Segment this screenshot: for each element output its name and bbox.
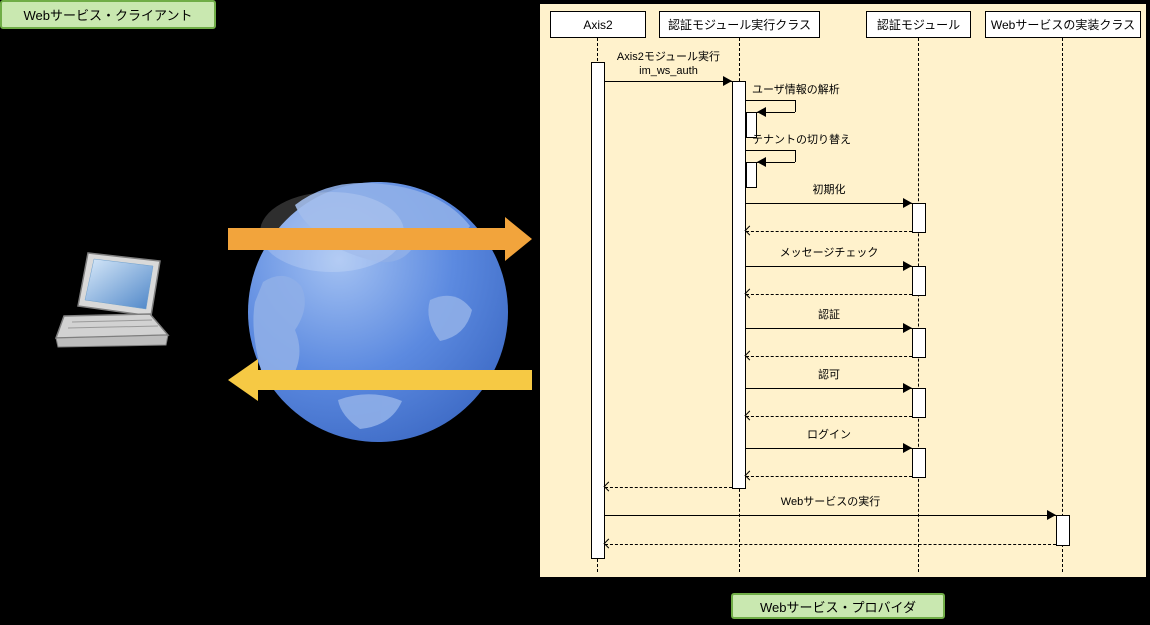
activation-auth-module-1 (912, 203, 926, 233)
self-call-down-line (795, 100, 796, 112)
message-label-ws-execute: Webサービスの実行 (780, 496, 881, 508)
activation-self-call-2 (746, 162, 757, 188)
arrowhead-icon (757, 107, 766, 117)
message-label-login: ログイン (807, 429, 851, 441)
arrowhead-icon (903, 323, 912, 333)
message-label-init: 初期化 (812, 184, 846, 196)
activation-auth-module-3 (912, 328, 926, 358)
arrowhead-icon (1047, 510, 1056, 520)
provider-label: Webサービス・プロバイダ (760, 599, 916, 615)
activation-auth-module-2 (912, 266, 926, 296)
arrowhead-icon (723, 76, 732, 86)
lifeline-header-auth-exec-class: 認証モジュール実行クラス (659, 11, 820, 38)
lifeline-header-auth-exec-class-label: 認証モジュール実行クラス (668, 18, 811, 32)
client-network-graphic (54, 182, 532, 442)
return-line (605, 544, 1056, 545)
return-line (746, 476, 912, 477)
lifeline-auth-module (918, 38, 919, 572)
message-label-authorization: 認可 (818, 369, 840, 381)
message-line (746, 203, 912, 204)
return-line (746, 231, 912, 232)
return-line (746, 416, 912, 417)
response-arrow-icon (228, 359, 532, 401)
activation-auth-module-4 (912, 388, 926, 418)
message-label-authentication: 認証 (818, 309, 840, 321)
lifeline-ws-impl-class (1062, 38, 1063, 572)
lifeline-header-auth-module-label: 認証モジュール (876, 18, 961, 32)
message-label-axis2-module-exec: Axis2モジュール実行 (616, 51, 721, 63)
activation-auth-module-5 (912, 448, 926, 478)
lifeline-header-axis2: Axis2 (550, 11, 646, 38)
lifeline-header-ws-impl-class-label: Webサービスの実装クラス (990, 18, 1136, 32)
arrowhead-icon (903, 198, 912, 208)
lifeline-header-axis2-label: Axis2 (583, 17, 613, 32)
arrowhead-icon (757, 157, 766, 167)
self-call-return-line (757, 162, 795, 163)
message-line (605, 81, 732, 82)
message-line (746, 266, 912, 267)
activation-ws-impl (1056, 515, 1070, 546)
activation-axis2 (591, 62, 605, 559)
message-sublabel-im-ws-auth: im_ws_auth (639, 65, 698, 77)
provider-label-box: Webサービス・プロバイダ (731, 593, 945, 619)
return-line (605, 487, 732, 488)
request-arrow-icon (228, 217, 532, 261)
activation-self-call-1 (746, 112, 757, 138)
message-line (605, 515, 1056, 516)
arrowhead-icon (903, 443, 912, 453)
message-line (746, 328, 912, 329)
message-label-user-info-parse: ユーザ情報の解析 (752, 84, 840, 96)
sequence-panel (540, 4, 1146, 577)
globe-icon (248, 182, 508, 442)
message-label-tenant-switch: テナントの切り替え (752, 134, 851, 146)
arrowhead-icon (903, 383, 912, 393)
self-call-out-line (746, 100, 795, 101)
message-line (746, 448, 912, 449)
activation-auth-exec (732, 81, 746, 489)
return-line (746, 356, 912, 357)
return-line (746, 294, 912, 295)
client-label: Webサービス・クライアント (23, 8, 193, 23)
self-call-out-line (746, 150, 795, 151)
arrowhead-icon (903, 261, 912, 271)
self-call-down-line (795, 150, 796, 162)
self-call-return-line (757, 112, 795, 113)
message-label-message-check: メッセージチェック (779, 247, 879, 259)
laptop-icon (54, 252, 170, 348)
message-line (746, 388, 912, 389)
client-label-box: Webサービス・クライアント (0, 0, 216, 29)
lifeline-header-ws-impl-class: Webサービスの実装クラス (985, 11, 1141, 38)
lifeline-header-auth-module: 認証モジュール (866, 11, 971, 38)
